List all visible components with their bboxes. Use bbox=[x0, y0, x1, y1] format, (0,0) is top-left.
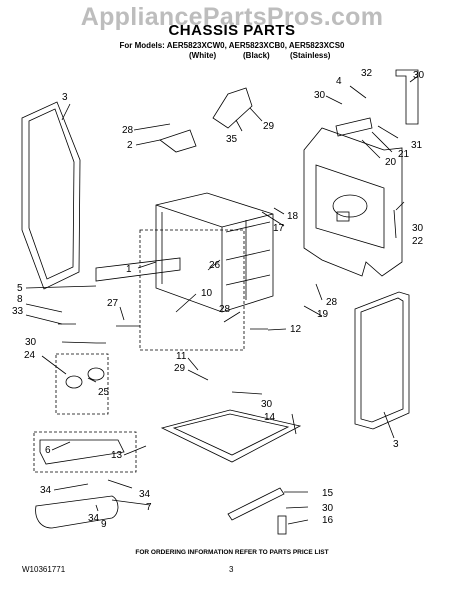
broil-element bbox=[35, 495, 119, 529]
callout-11: 11 bbox=[176, 351, 187, 362]
callout-29: 29 bbox=[263, 121, 275, 132]
terminal-block bbox=[335, 117, 373, 137]
cavity-dashed-outline bbox=[139, 229, 245, 351]
callout-2: 2 bbox=[127, 140, 133, 151]
callout-7: 7 bbox=[146, 502, 152, 513]
callout-33: 33 bbox=[12, 306, 24, 317]
document-number: W10361771 bbox=[22, 565, 66, 574]
callout-10: 10 bbox=[201, 288, 213, 299]
small-bracket bbox=[159, 129, 197, 153]
callout-34-left: 34 bbox=[40, 485, 52, 496]
callout-24: 24 bbox=[24, 350, 36, 361]
callout-25: 25 bbox=[98, 387, 110, 398]
callout-21: 21 bbox=[398, 149, 410, 160]
callout-18: 18 bbox=[287, 211, 299, 222]
models-line: For Models: AER5823XCW0, AER5823XCB0, AE… bbox=[119, 41, 345, 50]
callout-16: 16 bbox=[322, 515, 334, 526]
watermark: AppliancePartsPros.com bbox=[80, 3, 384, 31]
finish-stainless: (Stainless) bbox=[290, 51, 331, 60]
rear-chassis-panel bbox=[303, 127, 403, 277]
callout-labels: 3 28 2 35 29 4 32 30 30 31 21 20 18 17 3… bbox=[12, 68, 425, 530]
callout-35: 35 bbox=[226, 134, 238, 145]
oven-cavity bbox=[155, 192, 274, 313]
callout-30-top-right: 30 bbox=[413, 70, 425, 81]
callout-28: 28 bbox=[122, 125, 134, 136]
callout-30-center: 30 bbox=[261, 399, 273, 410]
angle-bracket bbox=[395, 69, 419, 125]
callout-22: 22 bbox=[412, 236, 424, 247]
callout-15: 15 bbox=[322, 488, 334, 499]
mounting-bracket bbox=[212, 87, 253, 129]
callout-19: 19 bbox=[317, 309, 329, 320]
callout-29-center: 29 bbox=[174, 363, 186, 374]
bottom-tray bbox=[160, 409, 302, 463]
callout-31: 31 bbox=[411, 140, 423, 151]
callout-27: 27 bbox=[107, 298, 119, 309]
page-number: 3 bbox=[229, 565, 234, 574]
callout-30-top: 30 bbox=[314, 90, 326, 101]
knob-left bbox=[65, 375, 83, 389]
callout-30-left: 30 bbox=[25, 337, 37, 348]
callout-9: 9 bbox=[101, 519, 107, 530]
callout-12: 12 bbox=[290, 324, 302, 335]
leveling-leg bbox=[277, 515, 287, 535]
callout-13: 13 bbox=[111, 450, 123, 461]
bake-element-outline bbox=[33, 431, 137, 473]
callout-3: 3 bbox=[62, 92, 68, 103]
page-title: CHASSIS PARTS bbox=[168, 22, 296, 39]
callout-20: 20 bbox=[385, 157, 397, 168]
callout-26: 26 bbox=[209, 260, 221, 271]
knob-dashed-outline bbox=[55, 353, 109, 415]
callout-30-right: 30 bbox=[412, 223, 424, 234]
callout-28-right: 28 bbox=[326, 297, 338, 308]
callout-34-right: 34 bbox=[139, 489, 151, 500]
door-gasket-left bbox=[21, 101, 81, 290]
callout-17: 17 bbox=[273, 223, 285, 234]
callout-8: 8 bbox=[17, 294, 23, 305]
bake-element bbox=[39, 439, 125, 465]
callout-1: 1 bbox=[126, 264, 132, 275]
door-gasket-right bbox=[354, 291, 410, 430]
callout-6: 6 bbox=[45, 445, 51, 456]
callout-34-bottom: 34 bbox=[88, 513, 100, 524]
callout-5: 5 bbox=[17, 283, 23, 294]
callout-3-right: 3 bbox=[393, 439, 399, 450]
ordering-note: FOR ORDERING INFORMATION REFER TO PARTS … bbox=[135, 549, 329, 556]
finish-white: (White) bbox=[189, 51, 217, 60]
finish-black: (Black) bbox=[243, 51, 270, 60]
callout-28-center: 28 bbox=[219, 304, 231, 315]
callout-30-bottom: 30 bbox=[322, 503, 334, 514]
drawer-glide bbox=[227, 487, 285, 521]
callout-14: 14 bbox=[264, 412, 276, 423]
callout-4: 4 bbox=[336, 76, 342, 87]
knob-right bbox=[87, 367, 105, 381]
screws bbox=[58, 323, 268, 344]
callout-32: 32 bbox=[361, 68, 373, 79]
side-panel-strip bbox=[95, 257, 181, 282]
